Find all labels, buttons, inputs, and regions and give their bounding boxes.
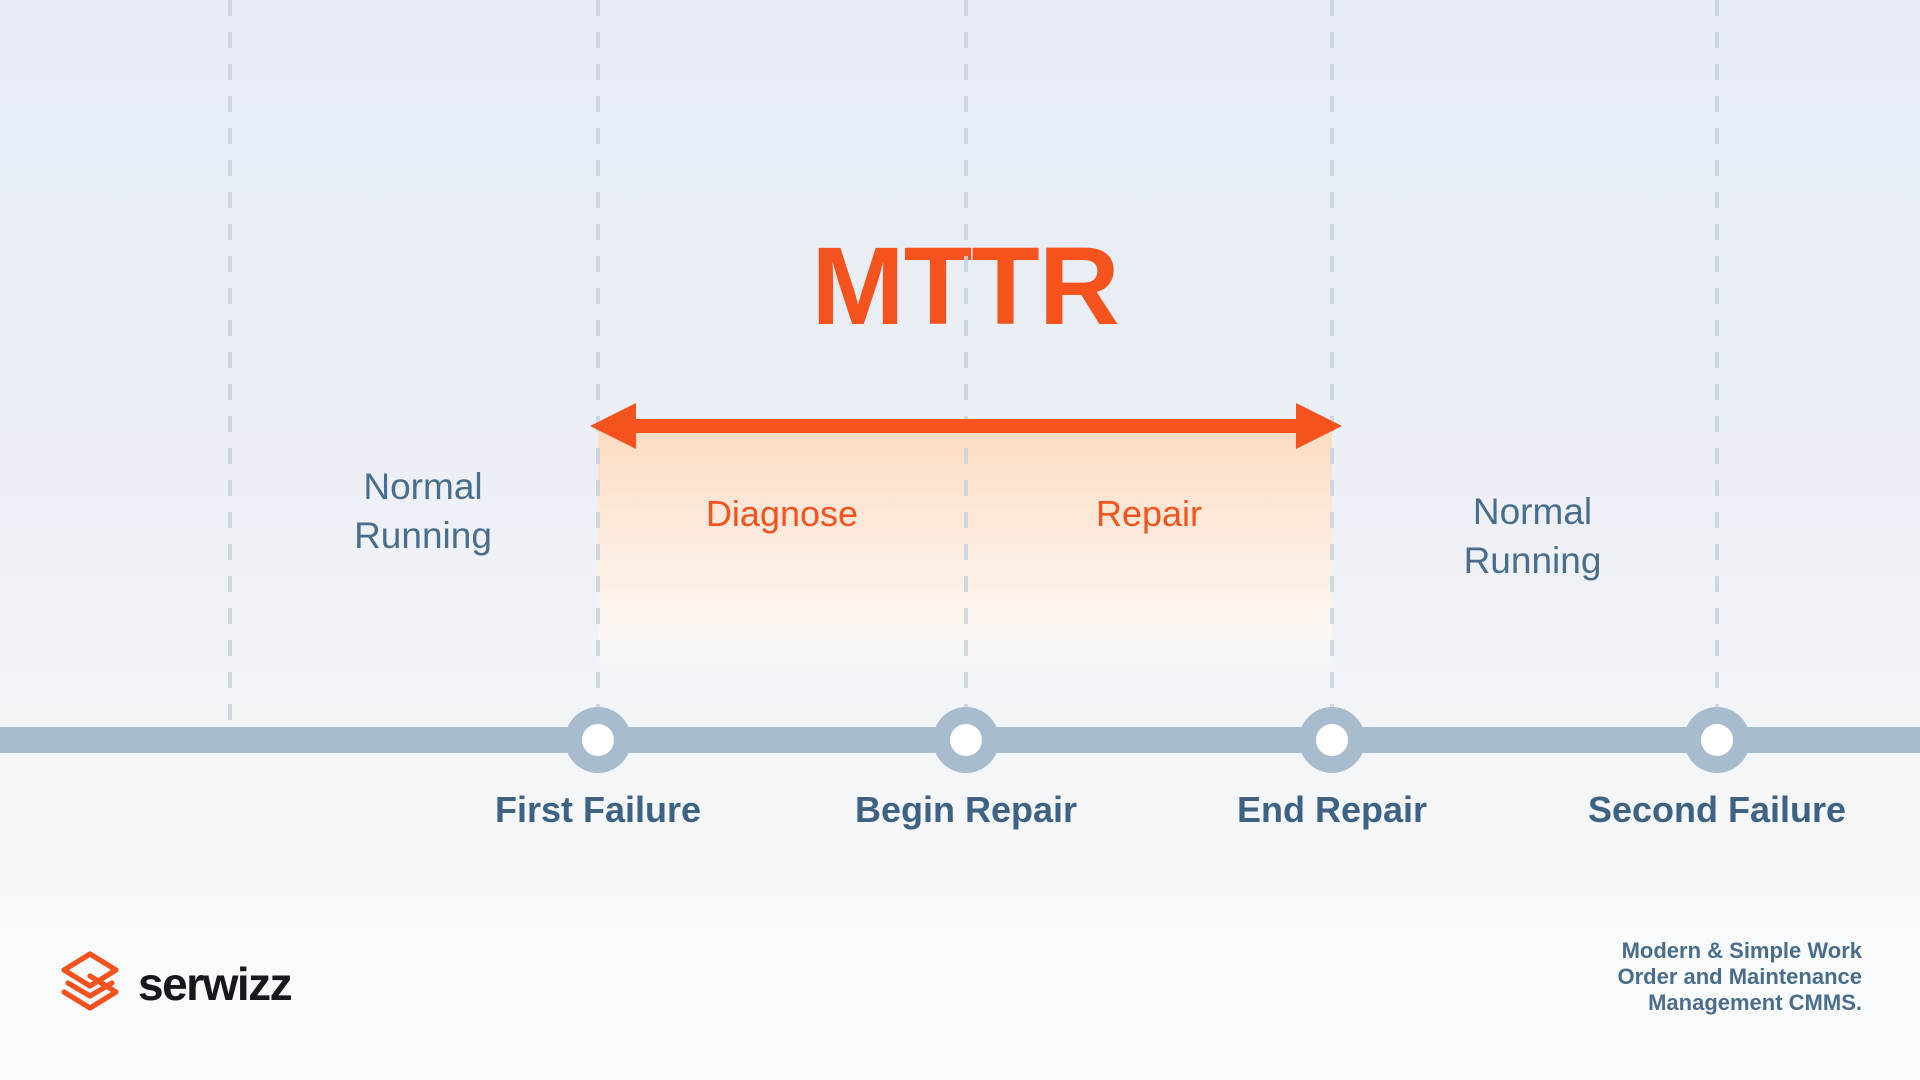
milestone-label-begin-repair: Begin Repair	[854, 789, 1078, 830]
state-label-normal-running-right: Normal Running	[1350, 487, 1715, 585]
tagline-line-2: Order and Maintenance	[1617, 964, 1862, 989]
state-label-normal-running-left: Normal Running	[248, 462, 598, 560]
tagline-line-3: Management CMMS.	[1648, 990, 1862, 1015]
mttr-span-arrow	[588, 402, 1344, 450]
phase-label-repair: Repair	[1095, 493, 1203, 534]
phase-label-diagnose: Diagnose	[705, 493, 859, 534]
gridline-begin-repair	[964, 0, 968, 740]
brand-tagline: Modern & Simple Work Order and Maintenan…	[1432, 938, 1862, 1016]
gridline-end-repair	[1330, 0, 1334, 740]
state-label-line1: Normal	[1472, 491, 1593, 532]
gridline-second-failure	[1715, 0, 1719, 740]
gridline-first-failure	[596, 0, 600, 740]
timeline-marker-first-failure[interactable]	[565, 707, 631, 773]
state-label-line2: Running	[1463, 540, 1602, 581]
brand-logo[interactable]: serwizz	[60, 950, 293, 1017]
timeline-marker-begin-repair[interactable]	[933, 707, 999, 773]
timeline-marker-end-repair[interactable]	[1299, 707, 1365, 773]
state-label-line1: Normal	[363, 466, 483, 507]
milestone-label-second-failure: Second Failure	[1587, 789, 1847, 830]
stacked-layers-icon	[60, 950, 120, 1017]
state-label-line2: Running	[354, 515, 492, 556]
milestone-label-end-repair: End Repair	[1236, 789, 1428, 830]
milestone-label-first-failure: First Failure	[494, 789, 702, 830]
tagline-line-1: Modern & Simple Work	[1621, 938, 1862, 963]
timeline-marker-second-failure[interactable]	[1684, 707, 1750, 773]
brand-name: serwizz	[138, 957, 293, 1010]
gridline-start	[228, 0, 232, 740]
